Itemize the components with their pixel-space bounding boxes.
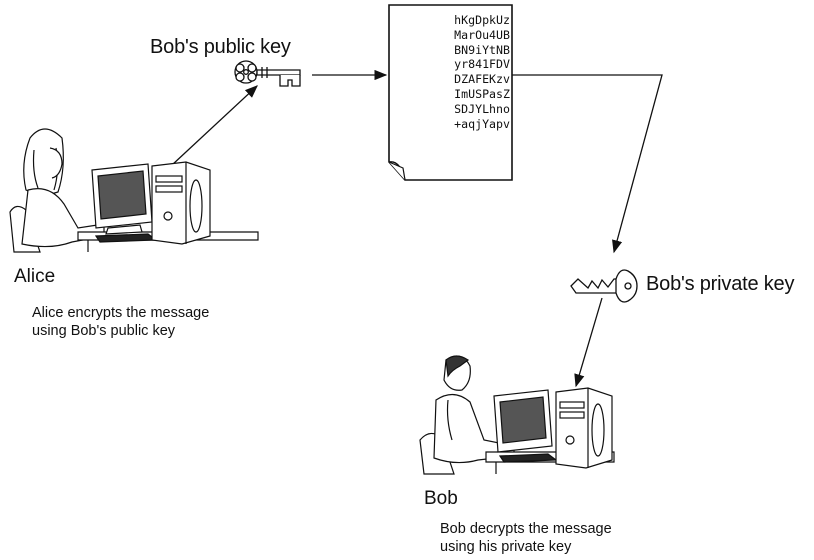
bob-description-line: using his private key	[440, 539, 572, 555]
arrow-private-key-to-bob	[574, 297, 603, 388]
private-key-icon	[570, 269, 638, 303]
bob-at-computer-icon	[419, 355, 615, 475]
alice-description: Alice encrypts the message using Bob's p…	[32, 304, 292, 340]
alice-at-computer-icon	[9, 128, 259, 253]
ciphertext-line: MarOu4UB	[454, 27, 510, 42]
ciphertext-line: yr841FDV	[454, 57, 510, 72]
public-key-icon	[234, 60, 301, 87]
alice-description-line: using Bob's public key	[32, 323, 176, 339]
ciphertext-line: hKgDpkUz	[454, 13, 510, 27]
bob-description: Bob decrypts the message using his priva…	[440, 520, 700, 556]
alice-description-line: Alice encrypts the message	[32, 305, 210, 321]
bob-name-label: Bob	[424, 488, 458, 509]
arrow-document-to-private-key	[512, 74, 663, 254]
bob-description-line: Bob decrypts the message	[440, 521, 612, 537]
alice-name-label: Alice	[14, 266, 56, 287]
private-key-label: Bob's private key	[646, 273, 795, 295]
public-key-label: Bob's public key	[150, 36, 291, 58]
ciphertext-block: hKgDpkUz MarOu4UB BN9iYtNB yr841FDV DZAF…	[398, 13, 510, 131]
ciphertext-line: ImUSPasZ	[454, 86, 510, 101]
encrypted-document-icon	[388, 4, 513, 181]
ciphertext-line: DZAFEKzv	[454, 72, 510, 87]
arrow-alice-to-public-key	[171, 85, 258, 166]
ciphertext-line: BN9iYtNB	[454, 42, 510, 57]
ciphertext-line: +aqjYapv	[454, 116, 510, 131]
ciphertext-line: SDJYLhno	[454, 101, 510, 116]
